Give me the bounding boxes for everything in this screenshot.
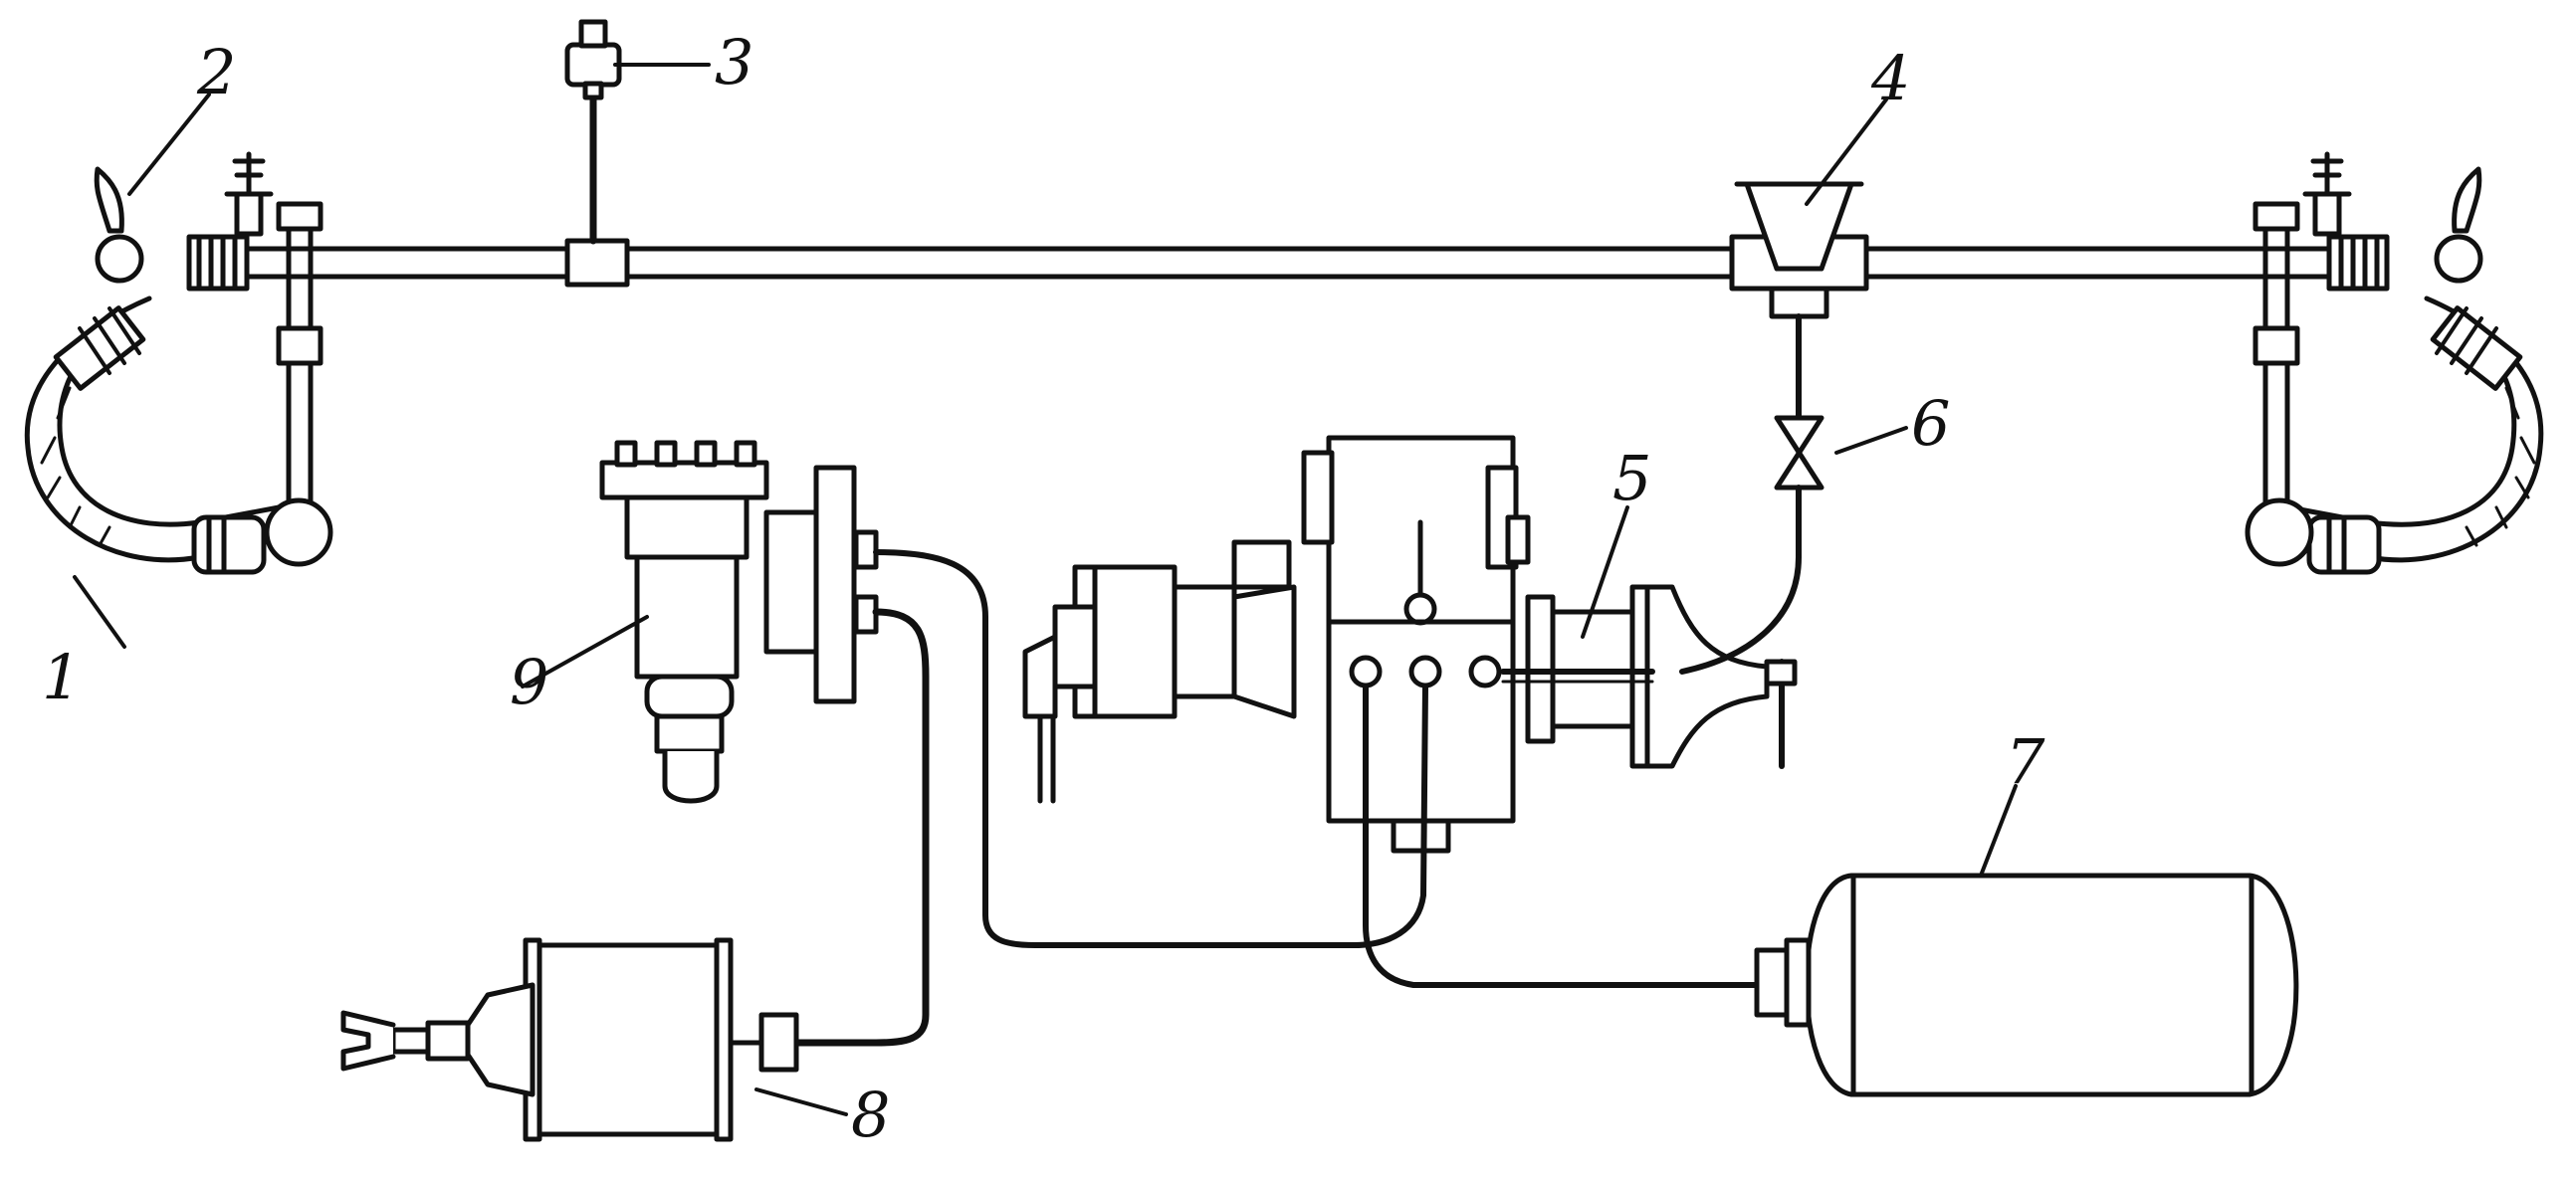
pipe-regulator-to-distributor <box>873 549 1428 948</box>
reservoir <box>1754 873 2299 1097</box>
air-distributor <box>1022 435 1798 854</box>
callout-label-8: 8 <box>851 1079 891 1151</box>
pipe-distributor-to-reservoir <box>1363 684 1760 988</box>
pressure-gauge <box>564 19 630 288</box>
right-end-assembly <box>2245 151 2544 575</box>
main-brake-pipe <box>236 246 2332 280</box>
callout-label-7: 7 <box>2006 725 2045 798</box>
auto-regulator <box>599 440 879 804</box>
callout-label-6: 6 <box>1911 387 1951 460</box>
callout-label-3: 3 <box>715 26 754 98</box>
disconnect-valve <box>1774 415 1825 560</box>
pipe-valve-to-distributor <box>1679 554 1802 675</box>
end-cock-handle-right <box>2452 166 2482 234</box>
callout-label-9: 9 <box>510 646 549 718</box>
dirt-collector <box>1729 181 1869 421</box>
callout-label-2: 2 <box>197 36 237 108</box>
end-cock-handle-left <box>94 166 124 234</box>
callout-label-5: 5 <box>1612 442 1652 514</box>
pipe-regulator-to-cylinder <box>792 608 930 1047</box>
brake-cylinder <box>340 937 799 1142</box>
callout-label-4: 4 <box>1871 42 1911 114</box>
leader-lines <box>73 63 2018 1116</box>
left-end-assembly <box>24 151 333 575</box>
callout-label-1: 1 <box>42 641 82 713</box>
